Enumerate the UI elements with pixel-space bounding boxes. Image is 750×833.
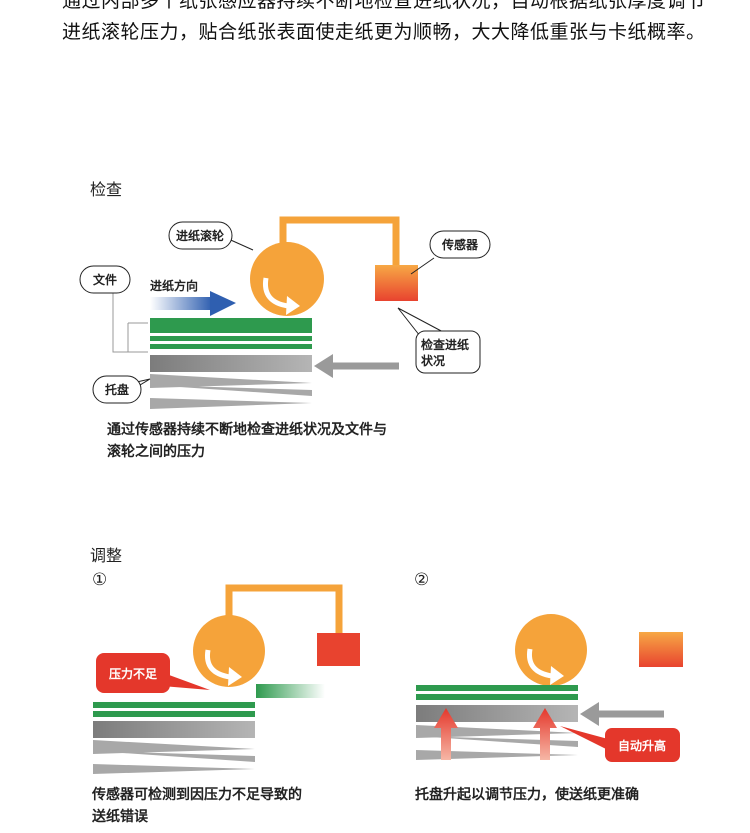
step2-tray-spring — [416, 750, 578, 760]
check-heading: 检查 — [90, 180, 123, 199]
sensor-leader-line — [410, 257, 435, 275]
check-paper-sheet — [150, 318, 312, 333]
step1-warning-badge — [96, 653, 170, 693]
step2-lift-arrow-right — [533, 708, 557, 760]
step1-tray-spring — [93, 764, 255, 774]
step1-paper-sheet — [93, 711, 255, 717]
step2-tray-spring — [416, 736, 578, 747]
step1-fed-sheet — [256, 684, 325, 698]
check-rotation-arrow — [262, 277, 289, 309]
check-caption-line1: 通过传感器持续不断地检查进纸状况及文件与 — [107, 422, 387, 438]
check-direction-arrowhead — [210, 291, 236, 316]
step2-return-arrowhead — [580, 702, 599, 726]
check-status-leader — [397, 307, 446, 337]
step1-caption-line2: 送纸错误 — [92, 809, 148, 825]
check-status-bubble — [415, 330, 481, 374]
roller-label-bubble — [168, 221, 233, 250]
tray-label: 托盘 — [105, 382, 129, 397]
adjust-step1-diagram: 压力不足 — [93, 584, 360, 774]
check-status-label-line1: 检查进纸 — [421, 337, 469, 352]
document-label-bubble — [79, 265, 131, 294]
step1-signal-wire — [225, 584, 343, 633]
step2-caption: 托盘升起以调节压力，使送纸更准确 — [415, 787, 639, 803]
check-tray-plate — [150, 355, 312, 372]
direction-label: 进纸方向 — [150, 278, 198, 293]
step1-rotation-arrowhead — [228, 667, 242, 686]
check-rotation-arrowhead — [286, 296, 300, 315]
check-return-arrowhead — [314, 354, 333, 378]
step2-tray-plate — [416, 705, 578, 722]
check-signal-wire-top — [279, 216, 400, 265]
intro-paragraph: 通过内部多个纸张感应器持续不断地检查进纸状况，自动根据纸张厚度调节进纸滚轮压力，… — [62, 0, 706, 43]
check-tray-spring — [150, 374, 312, 388]
step1-number: ① — [92, 570, 108, 590]
check-paper-sheet — [150, 344, 312, 349]
step2-tray-spring — [416, 725, 578, 738]
adjust-step2-diagram: 自动升高 — [416, 614, 683, 762]
step1-badge-label: 压力不足 — [109, 666, 157, 681]
check-diagram: 进纸滚轮 传感器 文件 进纸方向 检查进纸 状况 托盘 — [79, 216, 491, 409]
check-sensor-block — [375, 265, 418, 301]
check-caption-line2: 滚轮之间的压力 — [107, 444, 205, 460]
step1-sensor-block — [317, 633, 360, 666]
step1-caption-line1: 传感器可检测到因压力不足导致的 — [92, 787, 302, 803]
tray-label-bubble — [92, 375, 142, 404]
roller-label: 进纸滚轮 — [176, 228, 225, 243]
step1-tray-spring — [93, 751, 255, 762]
check-tray-spring — [150, 398, 312, 409]
check-document-bracket — [112, 293, 148, 353]
step2-auto-raise-badge — [605, 728, 680, 762]
step2-badge-label: 自动升高 — [618, 738, 666, 753]
step2-paper-sheet — [416, 694, 578, 700]
step2-rotation-arrowhead — [550, 666, 564, 685]
step2-lift-arrow-left — [434, 708, 458, 760]
check-direction-arrow-shaft — [150, 297, 212, 310]
adjust-heading: 调整 — [90, 546, 123, 565]
step2-sensor-block — [639, 632, 683, 667]
step2-number: ② — [414, 570, 430, 590]
check-tray-spring — [150, 385, 312, 396]
step1-tray-spring — [93, 740, 255, 754]
step2-rotation-arrow — [526, 648, 553, 679]
document-label: 文件 — [93, 272, 117, 287]
step1-rotation-arrow — [204, 649, 231, 680]
sensor-label-bubble — [429, 230, 491, 259]
check-paper-sheet — [150, 336, 312, 341]
step1-paper-sheet — [93, 702, 255, 708]
step1-tray-plate — [93, 721, 255, 738]
step2-paper-sheet — [416, 685, 578, 691]
check-status-label-line2: 状况 — [421, 353, 445, 368]
step2-badge-pointer — [560, 726, 608, 750]
sensor-label: 传感器 — [441, 237, 479, 252]
